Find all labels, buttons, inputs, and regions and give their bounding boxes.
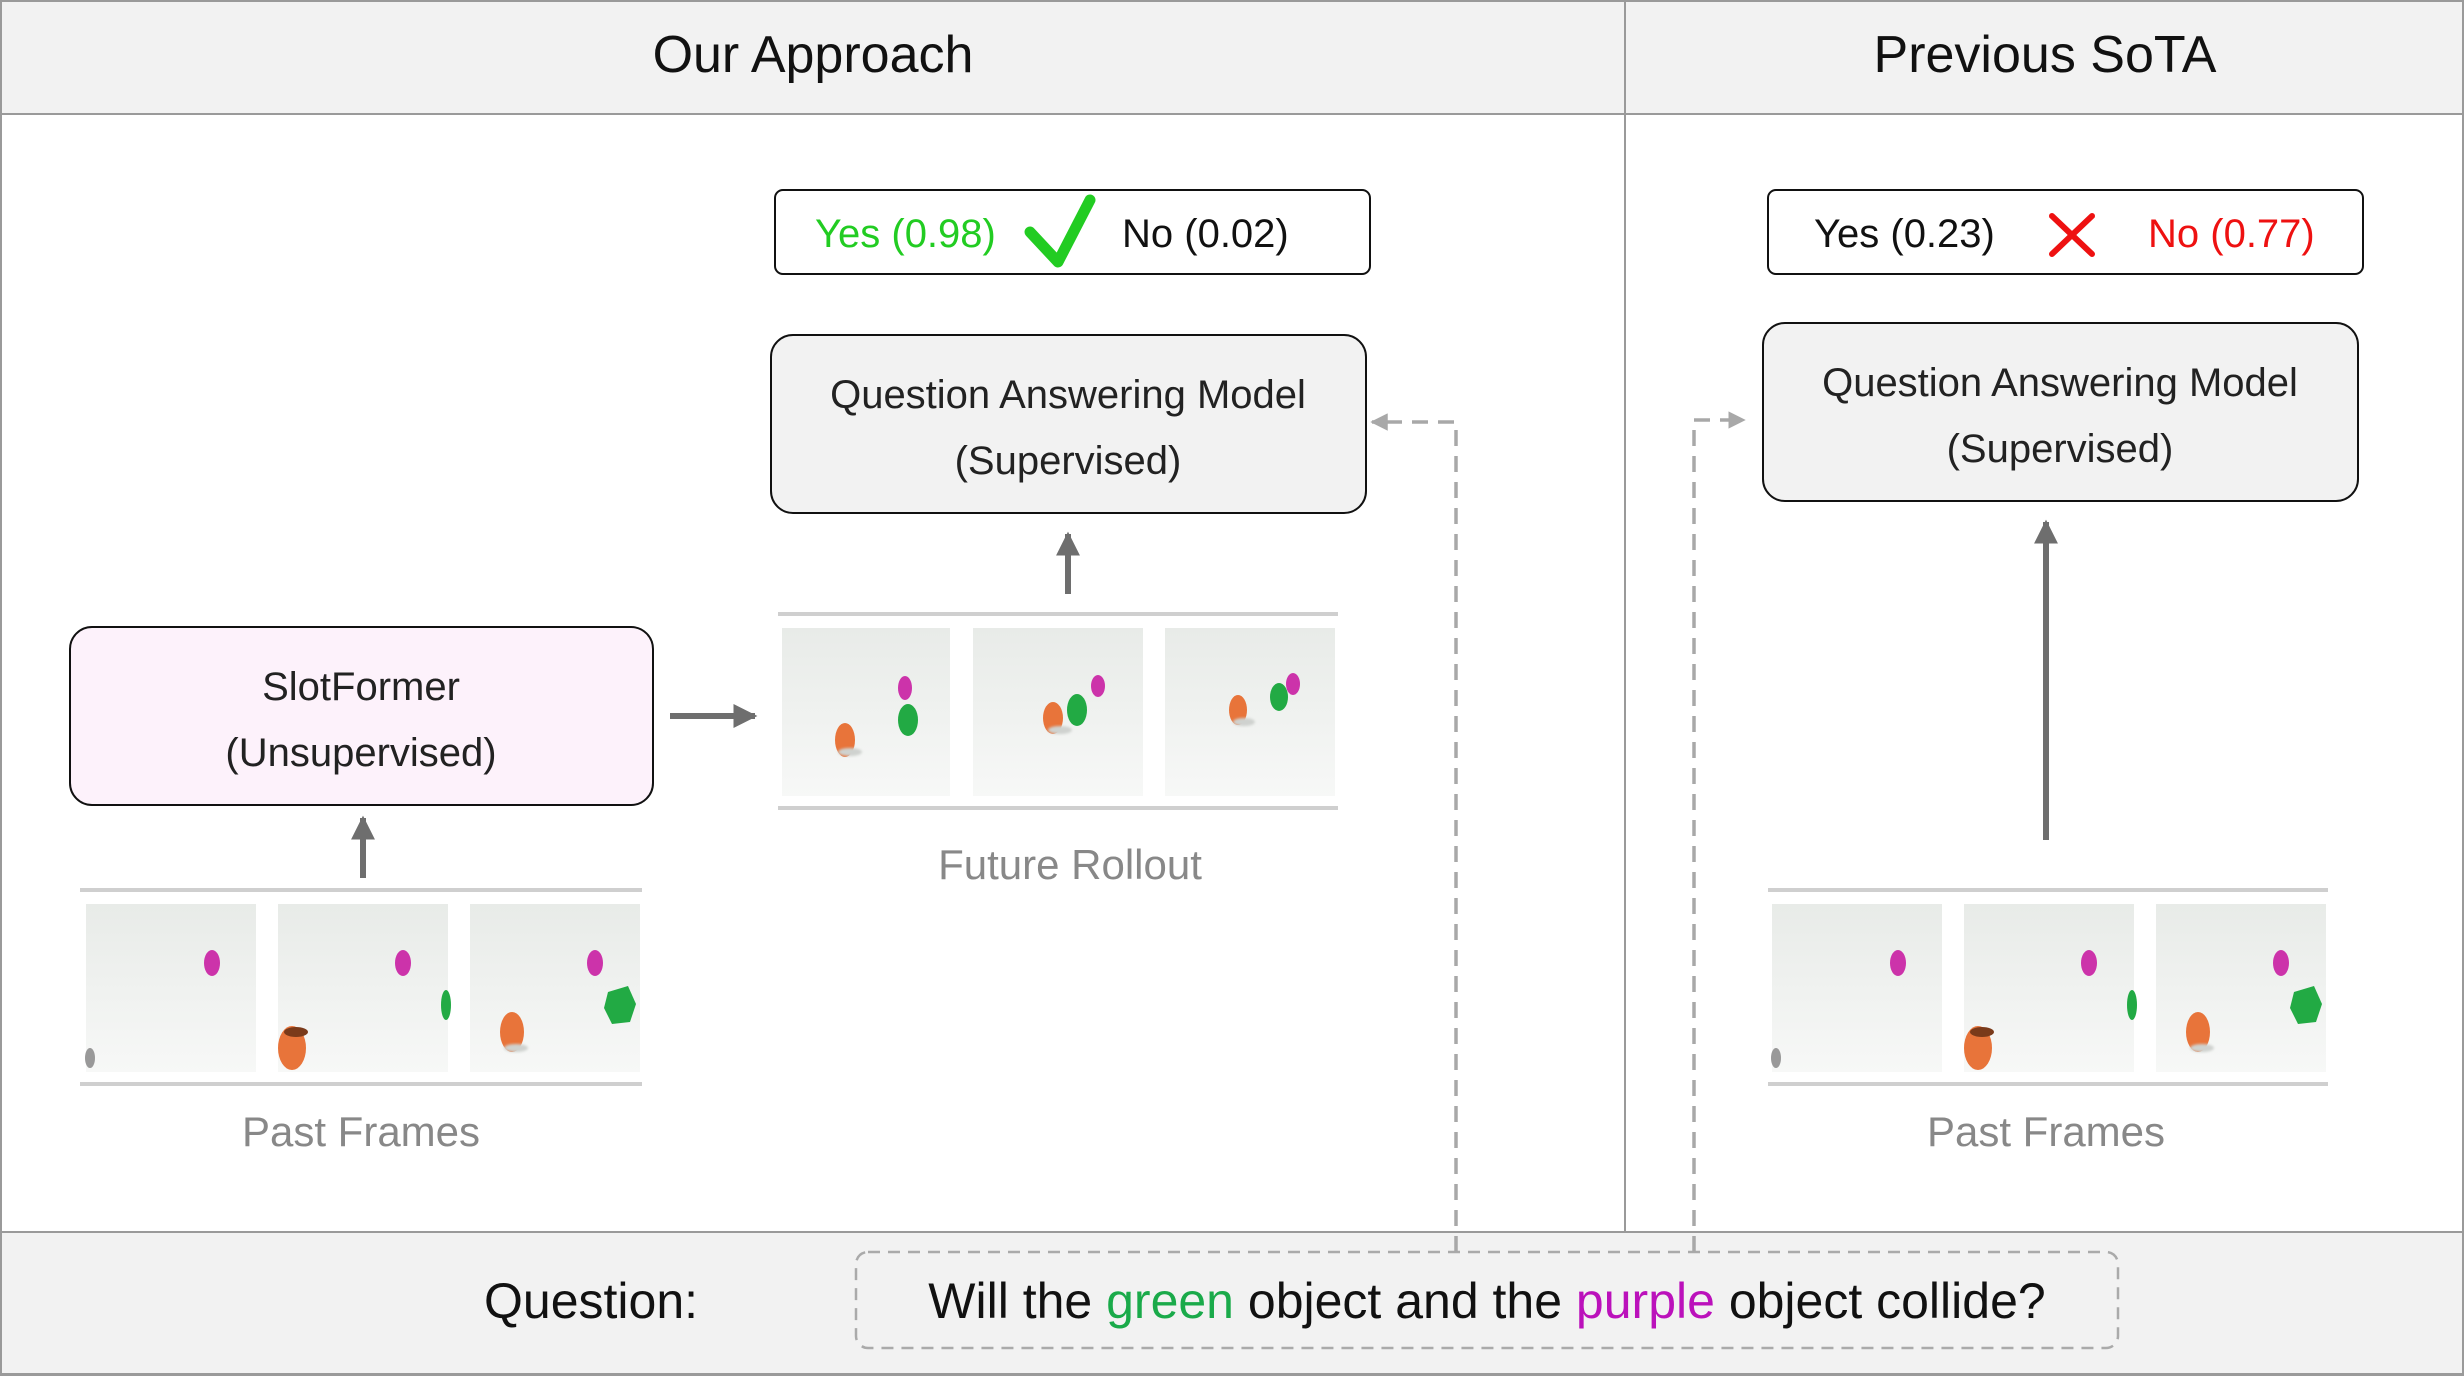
green-object xyxy=(441,990,451,1020)
green-object xyxy=(1067,694,1087,726)
purple-object xyxy=(2273,950,2289,976)
orange-object xyxy=(1229,695,1247,725)
slotformer-box: SlotFormer (Unsupervised) xyxy=(69,626,654,806)
past-frames-strip-our-approach xyxy=(80,888,642,1086)
qa-model-line2: (Supervised) xyxy=(955,439,1182,483)
future-rollout-label: Future Rollout xyxy=(938,841,1202,888)
question-text: Will the green object and the purple obj… xyxy=(928,1273,2045,1329)
orange-object xyxy=(2186,1012,2210,1052)
header-title-previous-sota: Previous SoTA xyxy=(1874,26,2217,84)
purple-object xyxy=(204,950,220,976)
question-part-green: green xyxy=(1106,1273,1234,1329)
answer-no-text: No (0.02) xyxy=(1122,212,1289,256)
past-frame-3 xyxy=(470,904,640,1072)
purple-object xyxy=(898,676,912,700)
orange-object xyxy=(500,1012,524,1052)
answer-yes-text: Yes (0.23) xyxy=(1814,212,1995,256)
purple-object xyxy=(1890,950,1906,976)
rollout-frame-3 xyxy=(1165,628,1335,796)
orange-object xyxy=(1043,702,1063,734)
purple-object xyxy=(395,950,411,976)
future-rollout-strip xyxy=(778,612,1338,810)
green-object xyxy=(2290,986,2322,1024)
question-part: object collide? xyxy=(1715,1273,2046,1329)
green-object xyxy=(604,986,636,1024)
dashed-arrow-question-to-qa-our-approach xyxy=(1370,413,1458,1252)
green-object xyxy=(1270,683,1288,711)
slotformer-line1: SlotFormer xyxy=(262,665,460,709)
rollout-frame-2 xyxy=(973,628,1143,796)
qa-model-line1: Question Answering Model xyxy=(1822,361,2298,405)
purple-object xyxy=(587,950,603,976)
slotformer-line2: (Unsupervised) xyxy=(225,731,496,775)
header-title-our-approach: Our Approach xyxy=(653,26,974,84)
purple-object xyxy=(2081,950,2097,976)
check-icon xyxy=(1024,194,1096,268)
qa-model-box-our-approach: Question Answering Model (Supervised) xyxy=(770,334,1367,514)
past-frame-2 xyxy=(278,904,451,1072)
question-label: Question: xyxy=(484,1273,698,1329)
qa-model-line2: (Supervised) xyxy=(1947,427,2174,471)
orange-object xyxy=(278,1026,306,1070)
past-frame-1 xyxy=(1771,904,1942,1072)
answer-no-text: No (0.77) xyxy=(2148,212,2315,256)
green-object xyxy=(2127,990,2137,1020)
green-object xyxy=(898,704,918,736)
answer-yes-text: Yes (0.98) xyxy=(815,212,996,256)
question-part-purple: purple xyxy=(1576,1273,1715,1329)
header-bar xyxy=(0,0,2464,115)
answer-box-previous-sota: Yes (0.23) No (0.77) xyxy=(1767,189,2364,275)
past-frame-1 xyxy=(85,904,256,1072)
purple-object xyxy=(1286,673,1300,695)
question-part: object and the xyxy=(1234,1273,1576,1329)
past-frames-label-previous-sota: Past Frames xyxy=(1927,1108,2165,1155)
past-frames-label-our-approach: Past Frames xyxy=(242,1108,480,1155)
rollout-frame-1 xyxy=(782,628,950,796)
dashed-arrow-question-to-qa-previous-sota xyxy=(1692,411,1746,1252)
qa-model-line1: Question Answering Model xyxy=(830,373,1306,417)
qa-model-box-previous-sota: Question Answering Model (Supervised) xyxy=(1762,322,2359,502)
past-frame-3 xyxy=(2156,904,2326,1072)
answer-box-our-approach: Yes (0.98) No (0.02) xyxy=(774,189,1371,275)
cross-icon xyxy=(2049,213,2095,257)
question-part: Will the xyxy=(928,1273,1106,1329)
question-box xyxy=(854,1250,2120,1350)
orange-object xyxy=(1964,1026,1992,1070)
purple-object xyxy=(1091,675,1105,697)
past-frame-2 xyxy=(1964,904,2137,1072)
past-frames-strip-previous-sota xyxy=(1768,888,2328,1086)
